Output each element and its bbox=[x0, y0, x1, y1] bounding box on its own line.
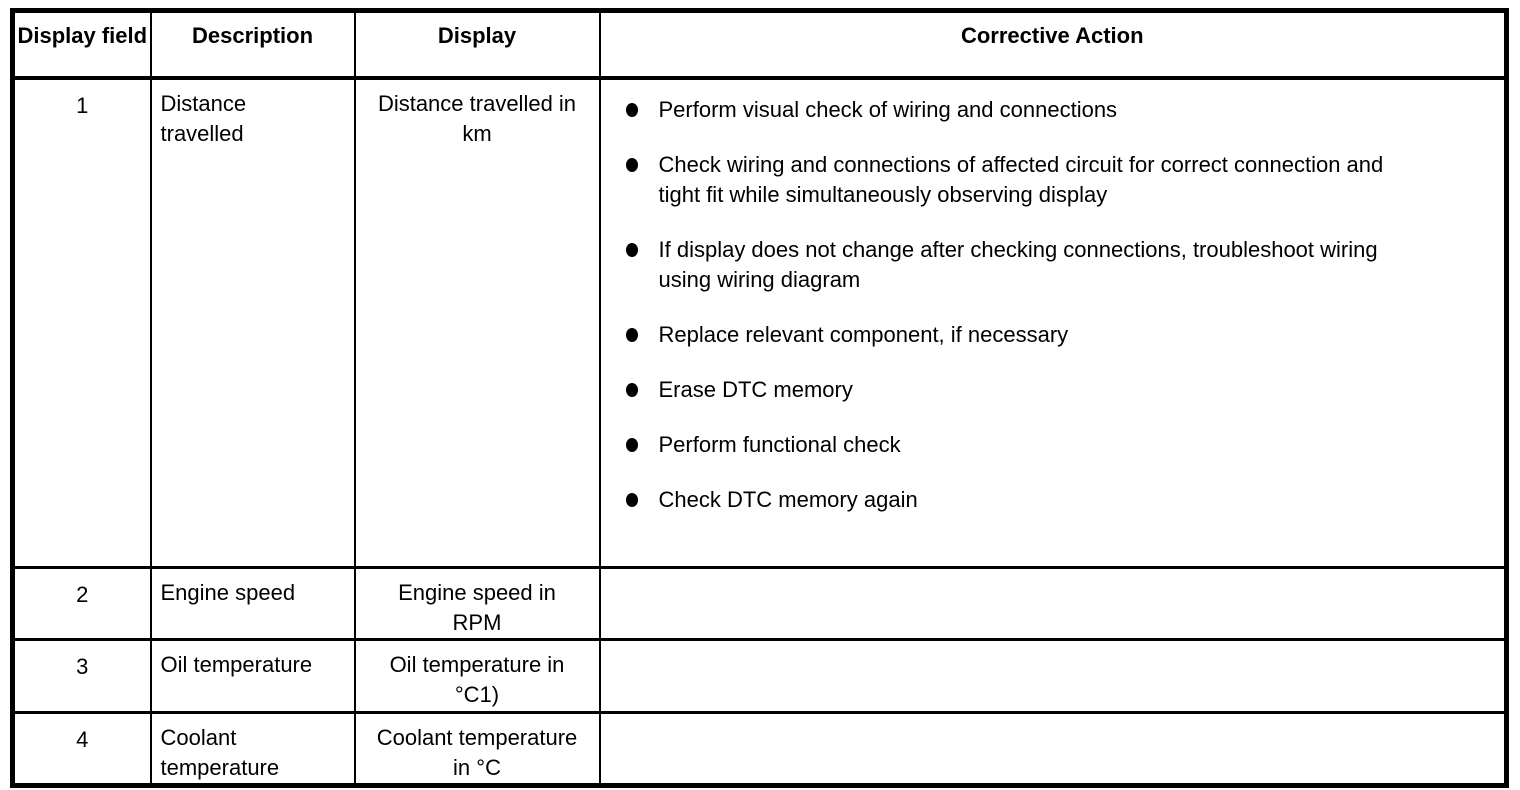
corrective-action-item: If display does not change after checkin… bbox=[602, 235, 1481, 295]
cell-display: Engine speed in RPM bbox=[353, 566, 601, 641]
bullet-icon bbox=[625, 327, 638, 342]
bullet-icon bbox=[625, 102, 638, 117]
cell-display: Distance travelled in km bbox=[353, 76, 601, 569]
cell-display-field: 3 bbox=[11, 638, 152, 714]
bullet-icon bbox=[625, 437, 638, 452]
column-header-display-field: Display field bbox=[11, 9, 152, 80]
cell-corrective-action bbox=[598, 638, 1508, 714]
corrective-action-text: Check DTC memory again bbox=[658, 486, 918, 512]
cell-description: Coolant temperature bbox=[149, 711, 356, 787]
bullet-icon bbox=[625, 382, 638, 397]
corrective-action-item: Erase DTC memory bbox=[602, 375, 1481, 405]
cell-display: Coolant temperature in °C bbox=[353, 711, 601, 787]
table-row: 3 Oil temperature Oil temperature in °C1… bbox=[11, 638, 1508, 714]
cell-display-field: 2 bbox=[11, 566, 152, 641]
table-row: 2 Engine speed Engine speed in RPM bbox=[11, 566, 1508, 641]
table-row: 1 Distance travelled Distance travelled … bbox=[11, 76, 1508, 569]
corrective-action-text: Perform functional check bbox=[658, 431, 901, 457]
column-header-description: Description bbox=[149, 9, 356, 80]
corrective-action-item: Perform functional check bbox=[602, 430, 1481, 460]
column-header-corrective-action: Corrective Action bbox=[598, 9, 1508, 80]
corrective-action-item: Check DTC memory again bbox=[602, 485, 1481, 515]
corrective-action-text: Erase DTC memory bbox=[658, 376, 853, 402]
corrective-actions-list: Perform visual check of wiring and conne… bbox=[602, 81, 1505, 515]
cell-description: Engine speed bbox=[149, 566, 356, 641]
corrective-action-item: Replace relevant component, if necessary bbox=[602, 320, 1481, 350]
column-header-display: Display bbox=[353, 9, 601, 80]
table-header-row: Display field Description Display Correc… bbox=[11, 9, 1508, 80]
corrective-action-text: Check wiring and connections of affected… bbox=[658, 151, 1384, 207]
cell-corrective-action: Perform visual check of wiring and conne… bbox=[598, 76, 1508, 569]
cell-display-field: 4 bbox=[11, 711, 152, 787]
cell-description: Distance travelled bbox=[149, 76, 356, 569]
bullet-icon bbox=[625, 492, 638, 507]
corrective-action-text: Perform visual check of wiring and conne… bbox=[658, 96, 1118, 122]
cell-display: Oil temperature in °C1) bbox=[353, 638, 601, 714]
table-row: 4 Coolant temperature Coolant temperatur… bbox=[11, 711, 1508, 787]
bullet-icon bbox=[625, 157, 638, 172]
cell-corrective-action bbox=[598, 711, 1508, 787]
corrective-action-item: Check wiring and connections of affected… bbox=[602, 150, 1481, 210]
corrective-action-item: Perform visual check of wiring and conne… bbox=[602, 95, 1481, 125]
cell-description: Oil temperature bbox=[149, 638, 356, 714]
cell-corrective-action bbox=[598, 566, 1508, 641]
diagnostic-display-table: Display field Description Display Correc… bbox=[10, 8, 1509, 788]
cell-display-field: 1 bbox=[11, 76, 152, 569]
corrective-action-text: If display does not change after checkin… bbox=[658, 236, 1378, 292]
bullet-icon bbox=[625, 242, 638, 257]
corrective-action-text: Replace relevant component, if necessary bbox=[658, 321, 1069, 347]
